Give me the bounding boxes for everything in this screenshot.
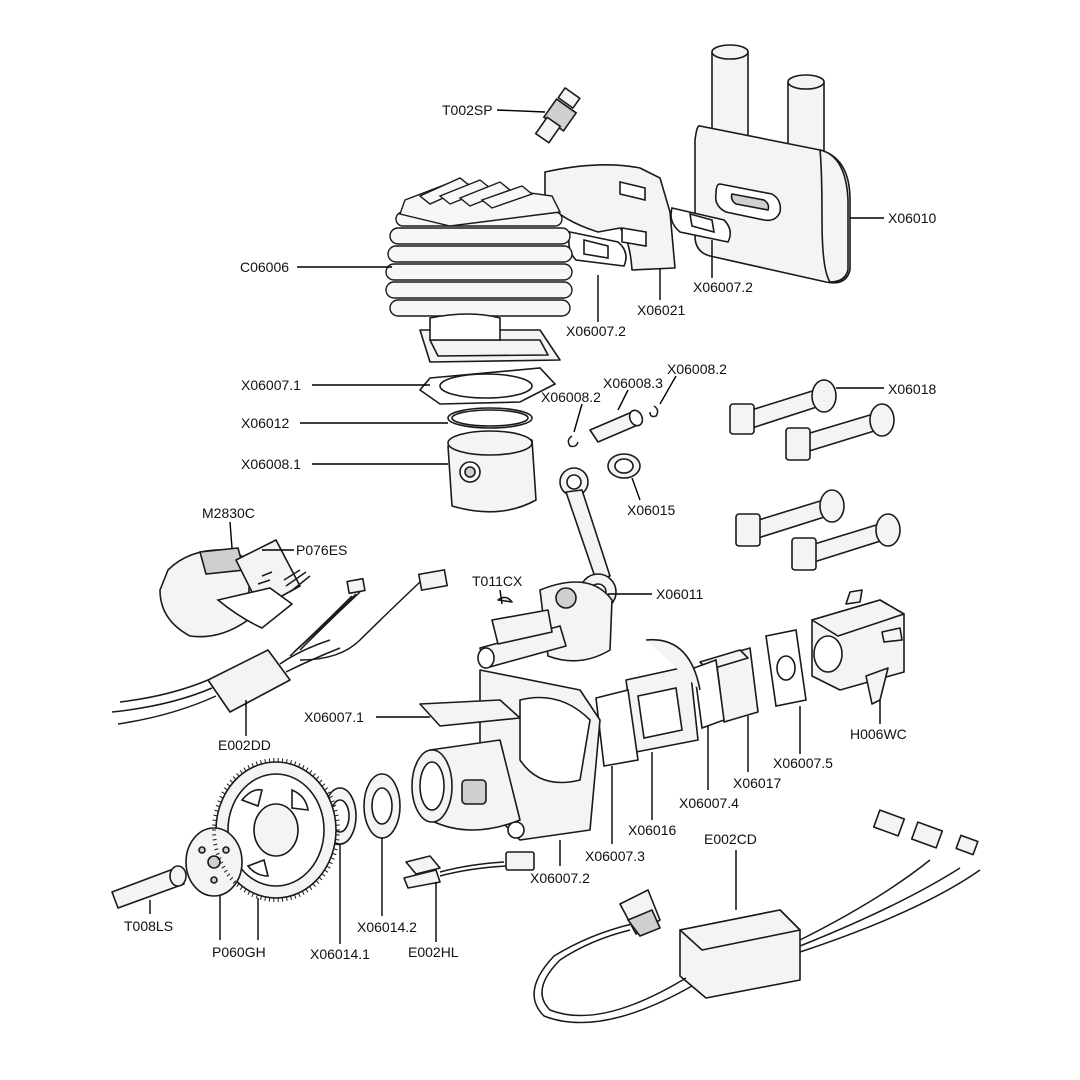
hub-part bbox=[185, 827, 243, 897]
label-x06012: X06012 bbox=[241, 415, 289, 431]
label-x06007-3: X06007.3 bbox=[585, 848, 645, 864]
mounting-bolt-part bbox=[785, 403, 895, 461]
carburetor-part bbox=[811, 589, 905, 705]
exhaust-gasket-left-part bbox=[568, 231, 627, 267]
label-h006wc: H006WC bbox=[850, 726, 907, 742]
label-e002cd: E002CD bbox=[704, 831, 757, 847]
label-p076es: P076ES bbox=[296, 542, 347, 558]
cylinder-base-gasket-part bbox=[418, 367, 557, 405]
label-x06007-1-bottom: X06007.1 bbox=[304, 709, 364, 725]
wrist-pin-clip-left-part bbox=[567, 435, 579, 448]
label-x06007-1-top: X06007.1 bbox=[241, 377, 301, 393]
mounting-bolt-part bbox=[735, 489, 845, 547]
spark-plug-part bbox=[534, 87, 581, 144]
label-x06007-4: X06007.4 bbox=[679, 795, 739, 811]
label-x06011: X06011 bbox=[656, 586, 703, 602]
hall-sensor-part bbox=[403, 851, 535, 889]
mounting-bolt-part bbox=[791, 513, 901, 571]
label-m2830c: M2830C bbox=[202, 505, 255, 521]
crankshaft-part bbox=[477, 581, 613, 669]
label-x06017: X06017 bbox=[733, 775, 781, 791]
crankcase-part bbox=[411, 669, 601, 841]
label-t011cx: T011CX bbox=[472, 573, 523, 589]
needle-bearing-part bbox=[607, 453, 641, 479]
label-x06007-2-right: X06007.2 bbox=[693, 279, 753, 295]
label-x06018: X06018 bbox=[888, 381, 936, 397]
label-x06008-2-left: X06008.2 bbox=[541, 389, 601, 405]
wrist-pin-clip-right-part bbox=[649, 405, 659, 418]
label-x06007-5: X06007.5 bbox=[773, 755, 833, 771]
cdi-unit-part bbox=[533, 809, 981, 1024]
wrist-pin-part bbox=[589, 409, 644, 443]
label-x06008-1: X06008.1 bbox=[241, 456, 301, 472]
label-t008ls: T008LS bbox=[124, 918, 173, 934]
heat-shield-part bbox=[544, 164, 676, 271]
label-x06008-3: X06008.3 bbox=[603, 375, 663, 391]
manifold-gasket-part bbox=[595, 689, 639, 767]
intake-manifold-part bbox=[625, 638, 701, 753]
ignition-wire-harness bbox=[289, 569, 448, 661]
label-x06008-2-right: X06008.2 bbox=[667, 361, 727, 377]
gear-teeth bbox=[212, 758, 340, 902]
label-x06014-2: X06014.2 bbox=[357, 919, 417, 935]
piston-ring-part bbox=[447, 407, 533, 429]
woodruff-key-part bbox=[497, 596, 513, 603]
label-x06007-2-top: X06007.2 bbox=[566, 323, 626, 339]
intake-gasket-part bbox=[693, 658, 725, 730]
ignition-sensor-part bbox=[159, 539, 311, 638]
label-c06006: C06006 bbox=[240, 259, 289, 275]
label-x06007-2-bottom: X06007.2 bbox=[530, 870, 590, 886]
drive-gear-part bbox=[215, 761, 337, 899]
label-t002sp: T002SP bbox=[442, 102, 493, 118]
mounting-bolt-part bbox=[729, 379, 837, 435]
shaft-t008ls-part bbox=[111, 865, 187, 909]
carb-gasket-part bbox=[765, 629, 807, 707]
cylinder-part bbox=[385, 177, 573, 363]
bearing-x06014-2-part bbox=[363, 773, 401, 839]
label-x06016: X06016 bbox=[628, 822, 676, 838]
muffler-part bbox=[694, 44, 851, 284]
ignition-ecu-e002dd-part bbox=[111, 639, 341, 725]
label-p060gh: P060GH bbox=[212, 944, 266, 960]
label-x06021: X06021 bbox=[637, 302, 685, 318]
label-e002hl: E002HL bbox=[408, 944, 459, 960]
label-x06015: X06015 bbox=[627, 502, 675, 518]
part-labels: T002SP X06010 C06006 X06007.2 X06021 X06… bbox=[124, 102, 936, 962]
label-e002dd: E002DD bbox=[218, 737, 271, 753]
piston-part bbox=[447, 430, 537, 513]
label-x06010: X06010 bbox=[888, 210, 936, 226]
label-x06014-1: X06014.1 bbox=[310, 946, 370, 962]
leader-lines bbox=[149, 109, 884, 944]
